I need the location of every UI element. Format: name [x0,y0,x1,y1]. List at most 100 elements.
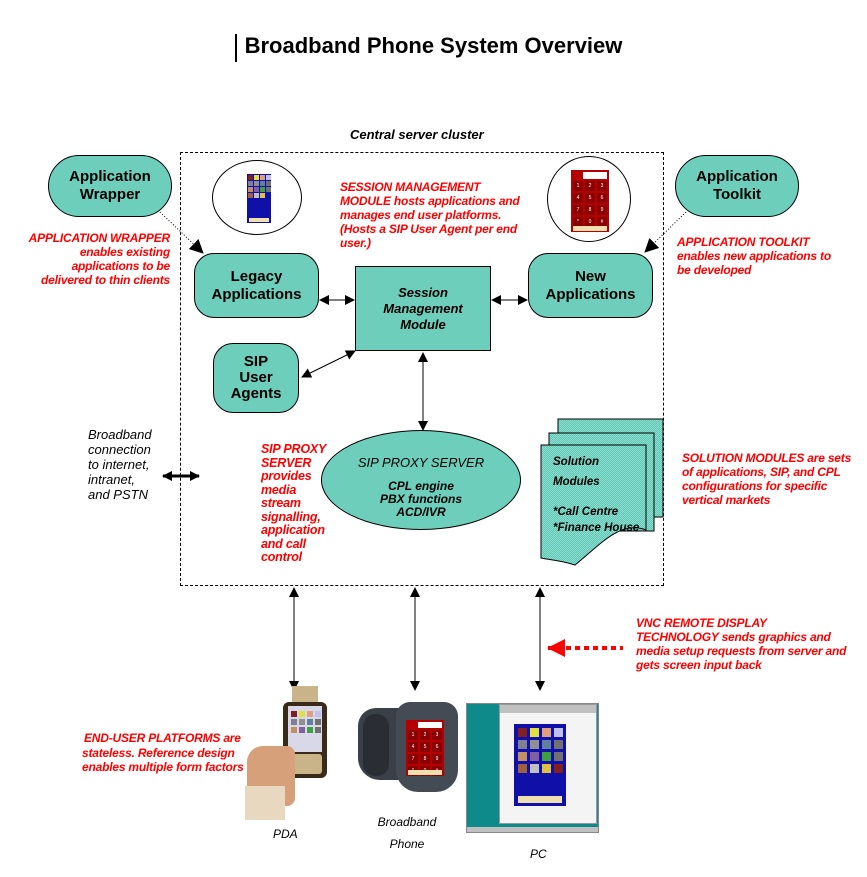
app-icon [315,719,321,725]
pda-buttons [288,754,322,774]
sleeve [245,786,285,820]
page-title: Broadband Phone System Overview [244,33,623,58]
app-icon [266,181,271,186]
keypad-key: 1 [573,181,583,191]
keypad-key: 6 [432,742,442,752]
node-label: New [575,267,606,285]
application-toolkit-note: APPLICATION TOOLKIT enables new applicat… [677,235,831,277]
app-icon [254,187,259,192]
node-label: Wrapper [79,186,141,203]
app-icon [530,740,539,749]
keypad-key: 4 [408,742,418,752]
node-label: Management [383,300,463,316]
application-wrapper-note: APPLICATION WRAPPER enables existing app… [28,231,171,287]
keypad-key: 3 [432,730,442,740]
end-user-platforms-note: END-USER PLATFORMS are stateless. Refere… [82,731,244,774]
pda-body [283,702,327,778]
node-heading: SIP PROXY SERVER [357,455,485,470]
broadband-connection-note: Broadband connection to internet, intran… [88,427,152,502]
cluster-label: Central server cluster [350,127,484,142]
solution-modules-label: Solution Modules *Call Centre *Finance H… [553,456,640,534]
app-icon [315,727,321,733]
phone-handset [363,714,389,776]
keypad-display [583,172,607,179]
keypad-key: 0 [585,217,595,227]
keypad-key: 5 [585,193,595,203]
app-icon [542,764,551,773]
app-icon [518,740,527,749]
keypad-key: * [573,217,583,227]
app-icon [299,711,305,717]
app-icon [248,175,253,180]
app-icon [307,719,313,725]
app-icon [254,193,259,198]
keypad-key: 1 [408,730,418,740]
keypad-key: 2 [420,730,430,740]
keypad-key: 2 [585,181,595,191]
app-icon [518,728,527,737]
app-icon [291,727,297,733]
keypad-key: 8 [420,754,430,764]
app-icon [554,728,563,737]
app-icon [248,181,253,186]
node-label: Application [696,168,778,185]
sip-proxy-note: SIP PROXY SERVER provides media stream s… [261,442,327,564]
app-icon [542,728,551,737]
sip-proxy-server-node[interactable]: SIP PROXY SERVER CPL engine PBX function… [321,430,521,530]
node-label: CPL engine [388,479,454,493]
keypad-key: 3 [597,181,607,191]
solution-modules-note: SOLUTION MODULES are sets of application… [682,451,852,507]
app-icon [554,764,563,773]
node-label: Applications [545,285,636,303]
vnc-note: VNC REMOTE DISPLAY TECHNOLOGY sends grap… [636,616,847,672]
keypad-key: 5 [420,742,430,752]
app-icon [260,193,265,198]
node-label: Applications [211,285,302,303]
node-label: Toolkit [712,186,762,203]
keypad-status-bar [573,226,607,231]
pda-flip-cover [292,686,318,706]
app-icon [530,728,539,737]
app-icon [518,764,527,773]
app-icon [554,752,563,761]
pc-screenshot-image [466,703,599,833]
node-label: Application [69,168,151,185]
pda-screen [288,706,322,752]
keypad-key: 7 [573,205,583,215]
session-management-note: SESSION MANAGEMENT MODULE hosts applicat… [340,180,520,250]
app-icon [254,175,259,180]
app-icon [530,764,539,773]
keypad-key: 6 [597,193,607,203]
app-icon [254,181,259,186]
app-icon [542,740,551,749]
app-icon [307,727,313,733]
node-label: ACD/IVR [396,505,446,519]
app-icon [260,181,265,186]
app-icon [291,719,297,725]
text-cursor [235,34,237,62]
keypad-key: 7 [408,754,418,764]
app-icon [315,711,321,717]
app-icon [248,187,253,192]
app-icon [266,187,271,192]
app-icon [299,727,305,733]
node-label: Module [400,316,446,332]
app-icon [248,193,253,198]
node-label: User [239,369,273,386]
app-icon [260,187,265,192]
app-icon [266,175,271,180]
node-label: SIP [243,353,269,370]
app-icon [518,752,527,761]
app-icon [299,719,305,725]
pc-taskbar [467,827,598,832]
